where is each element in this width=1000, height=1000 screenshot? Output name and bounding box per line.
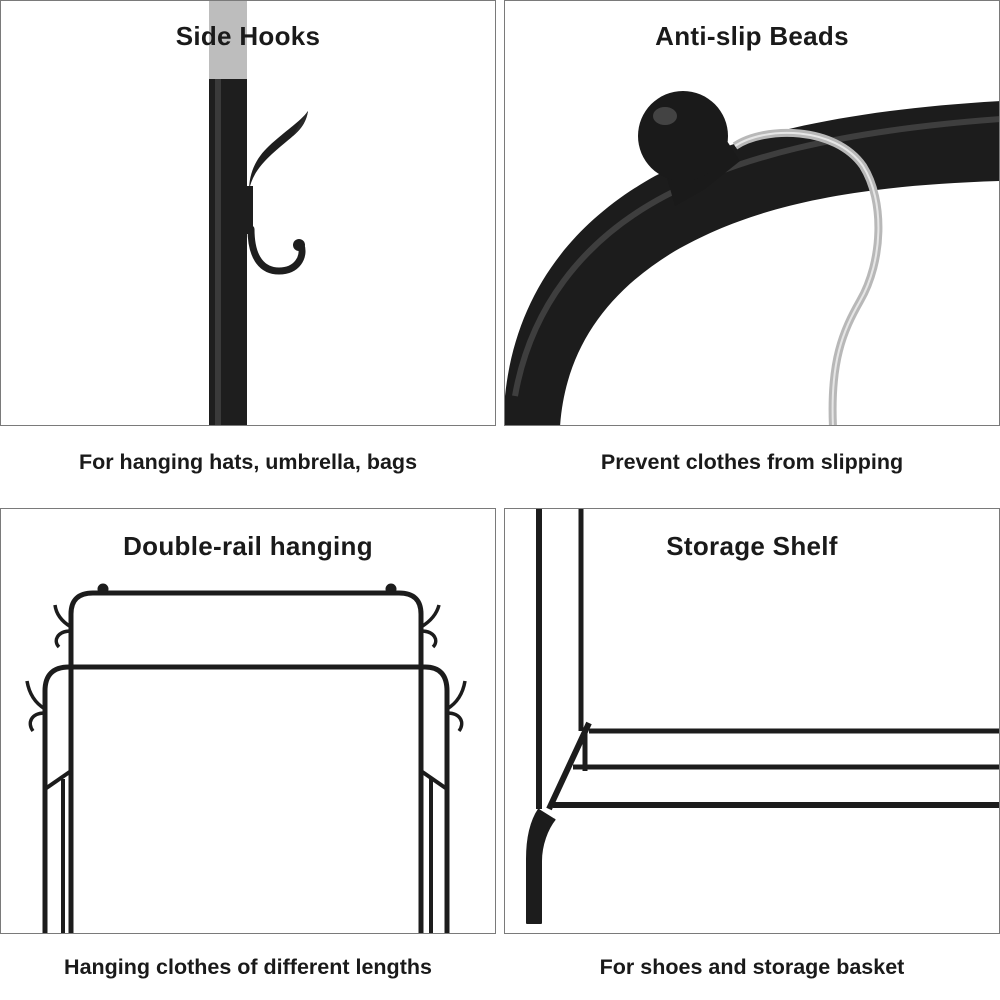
panel-title: Double-rail hanging: [123, 531, 373, 561]
caption-double-rail: Hanging clothes of different lengths: [64, 955, 432, 979]
pole: [209, 79, 247, 425]
panel-double-rail: Double-rail hanging: [0, 508, 496, 934]
panel-title: Side Hooks: [175, 21, 321, 51]
storage-shelf-illustration: [526, 509, 999, 924]
caption-side-hooks: For hanging hats, umbrella, bags: [78, 450, 418, 474]
double-rail-rack-illustration: [25, 583, 467, 933]
anti-slip-bead-illustration: [505, 91, 999, 425]
bead: [638, 91, 728, 181]
front-rail: [42, 664, 450, 933]
upper-hook: [249, 111, 308, 191]
curved-rail: [505, 101, 999, 425]
panel-anti-slip-beads: Anti-slip Beads: [504, 0, 1000, 426]
caption-storage-shelf: For shoes and storage basket: [599, 955, 905, 979]
panel-storage-shelf: Storage Shelf: [504, 508, 1000, 934]
hook-front-right: [446, 680, 467, 733]
panel-title: Anti-slip Beads: [655, 21, 849, 51]
panel-title: Storage Shelf: [666, 531, 838, 561]
hook-back-right: [420, 604, 441, 649]
lower-hook: [247, 225, 306, 275]
hook-front-left: [25, 680, 46, 733]
back-rail: [68, 590, 424, 933]
panel-side-hooks: Side Hooks: [0, 0, 496, 426]
hook-back-left: [53, 604, 72, 649]
caption-anti-slip-beads: Prevent clothes from slipping: [600, 450, 904, 474]
pole-cap: [209, 1, 247, 81]
side-hook-illustration: [209, 1, 308, 425]
foot: [526, 808, 556, 924]
